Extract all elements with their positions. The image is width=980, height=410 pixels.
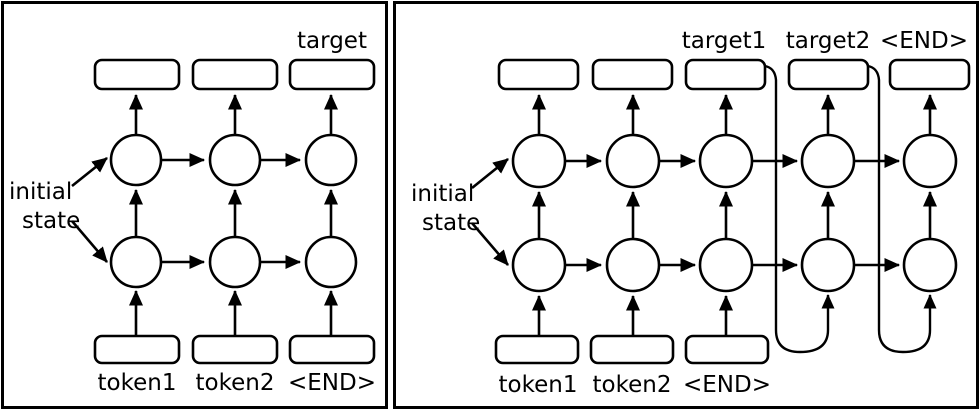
left-output-box-3	[288, 58, 376, 91]
right-panel-border	[393, 1, 979, 409]
left-input-box-3	[288, 334, 376, 365]
left-top-cell-1	[109, 133, 163, 187]
left-initial-state-line2: state	[22, 208, 80, 234]
right-bottom-cell-3	[698, 237, 754, 293]
left-input-box-1	[93, 334, 181, 365]
right-top-cell-5	[902, 133, 958, 189]
right-bottom-cell-1	[511, 237, 567, 293]
right-bottom-cell-5	[902, 237, 958, 293]
left-panel-border	[1, 1, 388, 409]
left-input-label-2: token2	[196, 370, 275, 396]
right-input-box-2	[589, 334, 675, 365]
right-feedback-loop-2	[867, 64, 937, 354]
left-bottom-cell-3	[304, 235, 358, 289]
left-initial-arrow-top	[71, 156, 108, 188]
right-top-cell-4	[800, 133, 856, 189]
right-output-label-3: target1	[682, 28, 767, 54]
right-initial-arrow-top	[471, 157, 509, 190]
right-initial-state-line1: initial	[411, 181, 474, 207]
left-output-box-1	[93, 58, 181, 91]
right-output-label-5: <END>	[880, 28, 968, 54]
right-output-box-4	[787, 58, 870, 91]
right-input-label-1: token1	[499, 372, 578, 398]
left-top-cell-3	[304, 133, 358, 187]
right-initial-state-line2: state	[422, 210, 480, 236]
left-input-label-3: <END>	[288, 370, 376, 396]
left-output-label-3: target	[297, 28, 367, 54]
left-initial-arrow-bottom	[71, 220, 108, 263]
left-input-label-1: token1	[98, 370, 177, 396]
left-output-box-2	[191, 58, 279, 91]
right-bottom-cell-2	[605, 237, 661, 293]
right-top-cell-3	[698, 133, 754, 189]
left-bottom-cell-2	[208, 235, 262, 289]
right-bottom-cell-4	[800, 237, 856, 293]
right-top-cell-2	[605, 133, 661, 189]
right-output-box-1	[497, 58, 580, 91]
right-top-cell-1	[511, 133, 567, 189]
right-output-label-4: target2	[786, 28, 871, 54]
right-input-box-1	[494, 334, 580, 365]
left-input-box-2	[191, 334, 279, 365]
right-input-label-2: token2	[593, 372, 672, 398]
left-bottom-cell-1	[109, 235, 163, 289]
right-initial-arrow-bottom	[471, 222, 509, 266]
right-output-box-2	[591, 58, 674, 91]
left-top-cell-2	[208, 133, 262, 187]
right-input-box-3	[684, 334, 770, 365]
right-input-label-3: <END>	[683, 372, 771, 398]
right-output-box-5	[888, 58, 971, 91]
right-output-box-3	[684, 58, 767, 91]
left-initial-state-line1: initial	[9, 179, 72, 205]
right-feedback-loop-1	[764, 64, 835, 354]
